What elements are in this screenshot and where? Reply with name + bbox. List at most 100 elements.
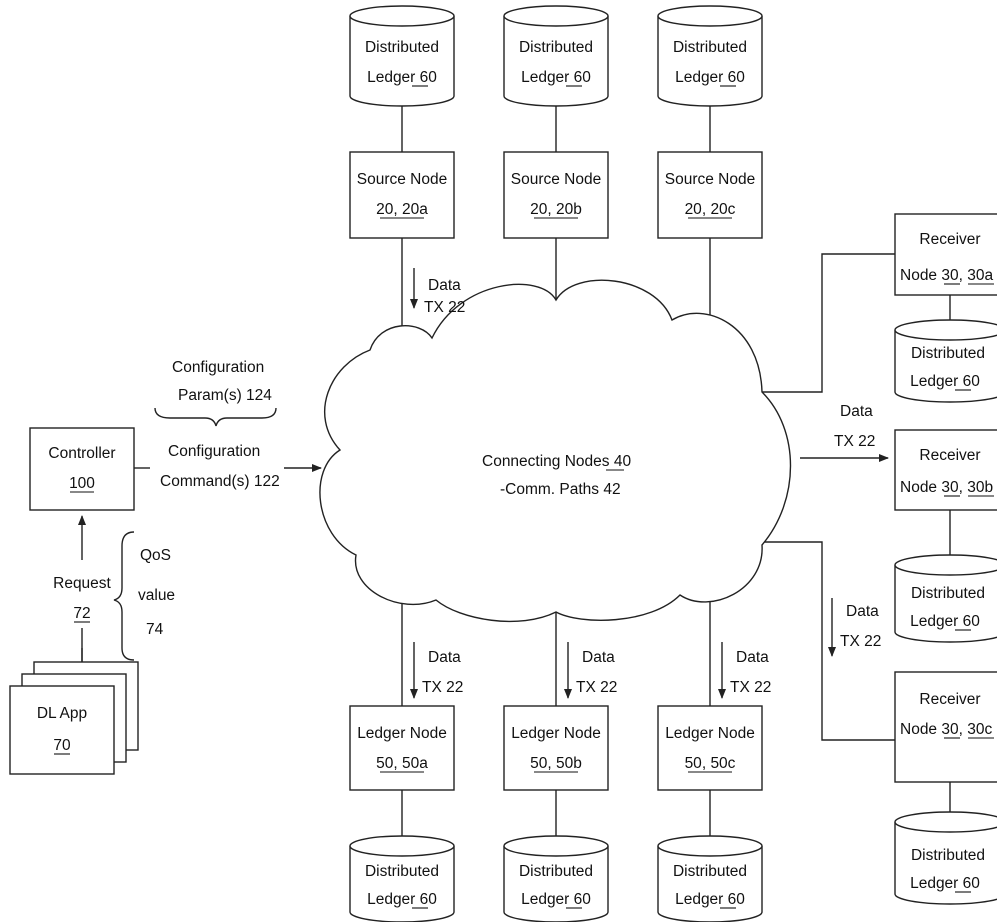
ledger-node-box xyxy=(657,705,763,791)
data-tx-label-line1: Data xyxy=(582,649,615,666)
ledger-label-line1: Distributed xyxy=(365,863,439,880)
ledger-ref: 60 xyxy=(420,891,438,908)
ledger-cylinder xyxy=(894,565,997,643)
ledger-node-refs: 50, 50a xyxy=(376,755,428,772)
data-tx-arrow-ledger-50a: Data TX 22 xyxy=(410,642,463,699)
ledger-ref: 60 xyxy=(963,613,981,630)
controller-title: Controller xyxy=(48,445,115,462)
ledger-cylinder-top xyxy=(657,835,763,857)
ledger-ref: 60 xyxy=(420,69,438,86)
data-tx-label-line2: TX 22 xyxy=(424,299,465,316)
source-node-box xyxy=(503,151,609,239)
data-tx-label-line1: Data xyxy=(428,277,461,294)
ledger-cylinder xyxy=(657,846,763,922)
ledger-label-line1: Distributed xyxy=(911,345,985,362)
receiver-node-refs: Node 30, 30c xyxy=(900,721,992,738)
receiver-node-title: Receiver xyxy=(919,231,980,248)
source-node-refs: 20, 20b xyxy=(530,201,582,218)
data-tx-label-line2: TX 22 xyxy=(834,433,875,450)
ledger-ref: 60 xyxy=(963,373,981,390)
config-param-line2: Param(s) 124 xyxy=(178,387,272,404)
ledger-label-line1: Distributed xyxy=(911,847,985,864)
data-tx-arrow-receiver: Data TX 22 xyxy=(800,403,889,462)
receiver-node-box xyxy=(894,671,997,783)
data-tx-label-line2: TX 22 xyxy=(576,679,617,696)
data-tx-label-line1: Data xyxy=(840,403,873,420)
configuration-params: Configuration Param(s) 124 xyxy=(154,359,277,427)
source-node-refs: 20, 20a xyxy=(376,201,428,218)
ledger-node-title: Ledger Node xyxy=(357,725,447,742)
controller-100: Controller 100 xyxy=(29,427,135,511)
ledger-cylinder-top xyxy=(349,835,455,857)
controller-ref: 100 xyxy=(69,475,95,492)
data-tx-label-line2: TX 22 xyxy=(422,679,463,696)
ledger-label-line2: Ledger 60 xyxy=(910,613,980,630)
receiver-node-refs: Node 30, 30b xyxy=(900,479,993,496)
qos-line3: 74 xyxy=(146,621,164,638)
source-node-title: Source Node xyxy=(357,171,447,188)
distributed-ledger: Distributed Ledger 60 xyxy=(349,5,455,107)
data-tx-arrow-receiver-lower: Data TX 22 xyxy=(828,598,881,657)
config-cmd-line2: Command(s) 122 xyxy=(160,473,280,490)
data-tx-arrow-ledger-50b: Data TX 22 xyxy=(564,642,617,699)
ledger-cylinder xyxy=(349,16,455,107)
ledger-node-box xyxy=(349,705,455,791)
ledger-ref: 60 xyxy=(728,69,746,86)
ledger-label-line1: Distributed xyxy=(519,863,593,880)
receiver-node-title: Receiver xyxy=(919,691,980,708)
ledger-cylinder xyxy=(894,822,997,905)
ledger-cylinder-top xyxy=(894,319,997,341)
distributed-ledger: Distributed Ledger 60 xyxy=(894,554,997,643)
ledger-ref: 60 xyxy=(728,891,746,908)
connecting-nodes-cloud: Connecting Nodes 40 -Comm. Paths 42 xyxy=(319,279,792,623)
ledger-label-line2: Ledger 60 xyxy=(910,373,980,390)
data-tx-arrow-source: Data TX 22 xyxy=(410,268,465,316)
ledger-ref: 60 xyxy=(574,69,592,86)
connector-line xyxy=(762,541,895,741)
ledger-node-box xyxy=(503,705,609,791)
ledger-cylinder-top xyxy=(894,554,997,576)
ledger-cylinder-top xyxy=(349,5,455,27)
source-node-box xyxy=(657,151,763,239)
ledger-node-50c: Ledger Node 50, 50c xyxy=(657,705,763,791)
cloud-label-line2: -Comm. Paths 42 xyxy=(500,481,621,498)
ledger-label-line1: Distributed xyxy=(911,585,985,602)
source-node-title: Source Node xyxy=(511,171,601,188)
curly-brace xyxy=(154,407,277,427)
source-node-refs: 20, 20c xyxy=(685,201,736,218)
ledger-label-line2: Ledger 60 xyxy=(675,891,745,908)
data-tx-label-line1: Data xyxy=(428,649,461,666)
ledger-node-50a: Ledger Node 50, 50a xyxy=(349,705,455,791)
ledger-label-line1: Distributed xyxy=(519,39,593,56)
ledger-label-line2: Ledger 60 xyxy=(367,69,437,86)
qos-line1: QoS xyxy=(140,547,171,564)
data-tx-label-line1: Data xyxy=(846,603,879,620)
data-tx-arrow-ledger-50c: Data TX 22 xyxy=(718,642,771,699)
ledger-node-title: Ledger Node xyxy=(511,725,601,742)
ledger-label-line1: Distributed xyxy=(673,39,747,56)
cloud-shape xyxy=(319,279,792,623)
ledger-cylinder xyxy=(657,16,763,107)
distributed-ledger: Distributed Ledger 60 xyxy=(503,835,609,922)
ledger-node-50b: Ledger Node 50, 50b xyxy=(503,705,609,791)
ledger-ref: 60 xyxy=(963,875,981,892)
receiver-node-refs: Node 30, 30a xyxy=(900,267,993,284)
dl-app-box xyxy=(9,685,115,775)
receiver-node-30b: Receiver Node 30, 30b xyxy=(894,429,997,511)
distributed-ledger: Distributed Ledger 60 xyxy=(349,835,455,922)
request-title: Request xyxy=(53,575,111,592)
controller-box xyxy=(29,427,135,511)
ledger-cylinder xyxy=(503,846,609,922)
dl-app-ref: 70 xyxy=(53,737,71,754)
ledger-node-refs: 50, 50b xyxy=(530,755,582,772)
source-node-title: Source Node xyxy=(665,171,755,188)
ledger-label-line2: Ledger 60 xyxy=(521,69,591,86)
ledger-cylinder xyxy=(503,16,609,107)
ledger-cylinder-top xyxy=(894,811,997,833)
dl-app-70: DL App 70 xyxy=(9,661,139,775)
receiver-node-title: Receiver xyxy=(919,447,980,464)
source-node-20c: Source Node 20, 20c xyxy=(657,151,763,239)
ledger-label-line2: Ledger 60 xyxy=(910,875,980,892)
ledger-label-line1: Distributed xyxy=(673,863,747,880)
ledger-node-title: Ledger Node xyxy=(665,725,755,742)
